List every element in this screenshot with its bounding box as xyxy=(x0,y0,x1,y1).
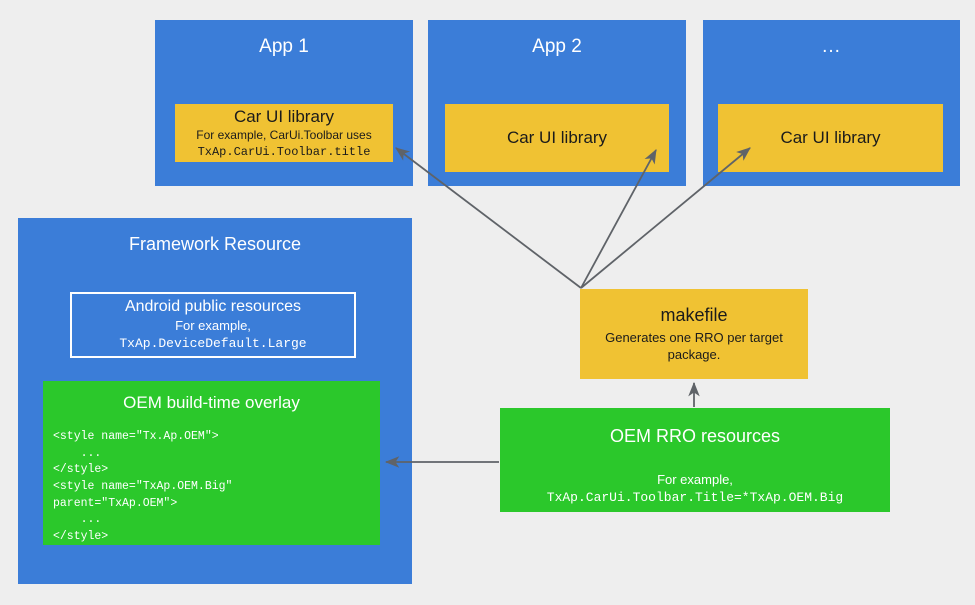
app1-car-ui-library: Car UI library For example, CarUi.Toolba… xyxy=(175,104,393,162)
framework-resource-panel: Framework Resource Android public resour… xyxy=(18,218,412,584)
app3-car-ui-library-title: Car UI library xyxy=(780,128,881,148)
makefile-title: makefile xyxy=(660,305,728,326)
app2-car-ui-library: Car UI library xyxy=(445,104,669,172)
android-public-resources-subtitle: For example, xyxy=(175,318,251,334)
app-panel-1: App 1 Car UI library For example, CarUi.… xyxy=(155,20,413,186)
oem-build-time-overlay-code: <style name="Tx.Ap.OEM"> ... </style> <s… xyxy=(53,430,233,544)
makefile-box: makefile Generates one RRO per target pa… xyxy=(580,289,808,379)
app1-car-ui-library-subtitle: For example, CarUi.Toolbar uses xyxy=(196,128,372,143)
app1-car-ui-library-title: Car UI library xyxy=(233,106,335,126)
android-public-resources-title: Android public resources xyxy=(124,298,302,316)
oem-rro-resources-title: OEM RRO resources xyxy=(609,426,781,446)
app-panel-3: ... Car UI library xyxy=(703,20,960,186)
app1-car-ui-library-code: TxAp.CarUi.Toolbar.title xyxy=(197,144,371,159)
oem-rro-resources-subtitle: For example, xyxy=(657,472,733,487)
app-panel-3-title: ... xyxy=(822,36,841,57)
app-panel-2-title: App 2 xyxy=(532,36,582,57)
app3-car-ui-library: Car UI library xyxy=(718,104,943,172)
app-panel-2: App 2 Car UI library xyxy=(428,20,686,186)
oem-build-time-overlay-title: OEM build-time overlay xyxy=(123,393,300,412)
android-public-resources-code: TxAp.DeviceDefault.Large xyxy=(119,336,307,352)
android-public-resources-box: Android public resources For example, Tx… xyxy=(70,292,356,358)
makefile-subtitle: Generates one RRO per target package. xyxy=(605,329,783,363)
oem-rro-resources-box: OEM RRO resources For example, TxAp.CarU… xyxy=(500,408,890,512)
app-panel-1-title: App 1 xyxy=(259,36,309,57)
app2-car-ui-library-title: Car UI library xyxy=(506,128,608,148)
framework-resource-title: Framework Resource xyxy=(128,234,302,254)
oem-build-time-overlay-box: OEM build-time overlay <style name="Tx.A… xyxy=(43,381,380,545)
oem-rro-resources-code: TxAp.CarUi.Toolbar.Title=*TxAp.OEM.Big xyxy=(546,489,844,505)
